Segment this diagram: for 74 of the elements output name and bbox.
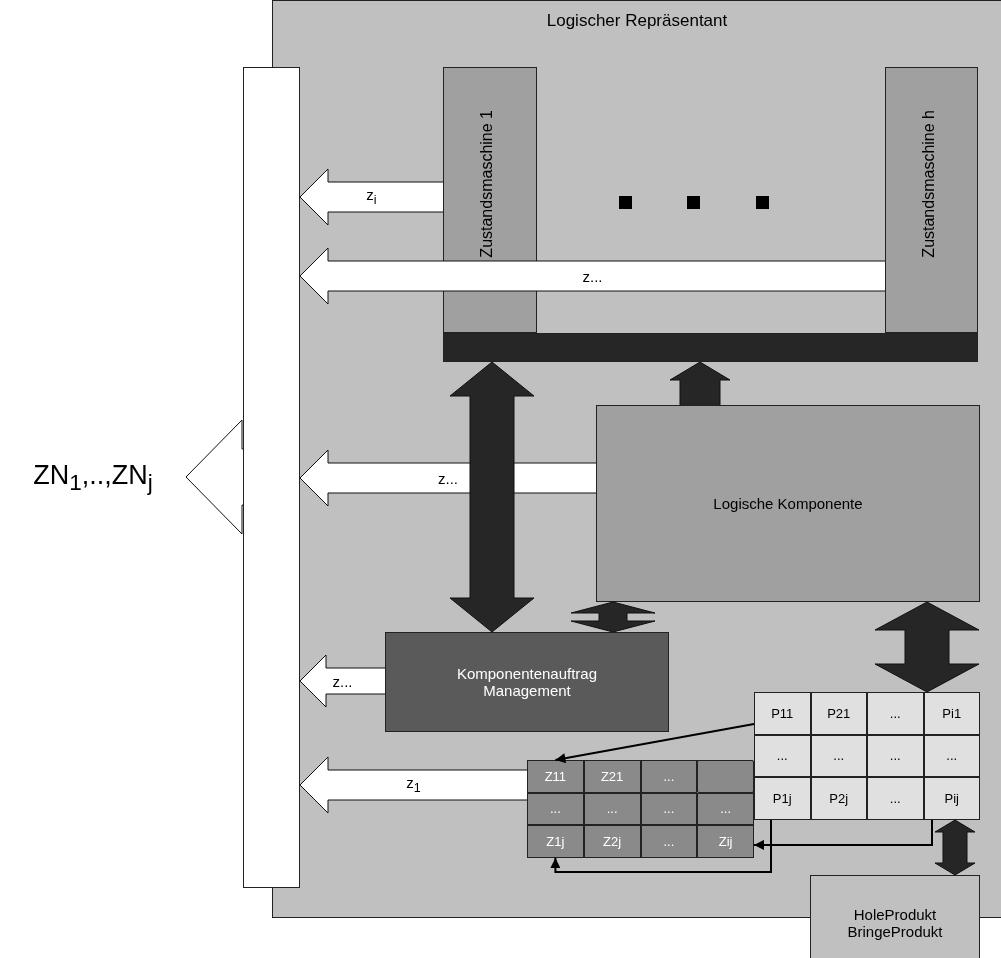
table-cell [923, 734, 980, 778]
cell-text: ... [776, 748, 788, 764]
cell-text: ... [946, 748, 958, 764]
block-arrow [185, 419, 244, 535]
table-cell [754, 692, 811, 735]
cell-text: P2j [829, 791, 849, 807]
cell-text: ... [549, 801, 561, 817]
table-cell [697, 792, 754, 826]
cell-text: Z1j [546, 834, 565, 850]
table-cell [754, 777, 811, 820]
table-cell [923, 777, 980, 820]
box-label: Logische Komponente [712, 495, 864, 512]
table [754, 692, 980, 820]
cell-text: P21 [827, 705, 851, 721]
cell-text: ... [663, 834, 675, 850]
box-label: HoleProdukt BringeProdukt [846, 905, 944, 940]
block-arrow [669, 361, 731, 406]
cell-text: Zij [718, 834, 733, 850]
cell-text: Pi1 [942, 705, 962, 721]
cell-text: Pij [944, 791, 959, 807]
cell-text: ... [889, 748, 901, 764]
table-cell [527, 760, 584, 793]
block-arrow [299, 168, 444, 226]
arrow [550, 819, 772, 873]
table-cell [923, 692, 980, 735]
block-arrow [299, 247, 886, 305]
box-label: Komponentenauftrag Management [455, 665, 599, 699]
management-box [385, 632, 669, 732]
output-label: ZN$_{1}$,..,ZN$_{j}$ [33, 459, 153, 497]
arrow [753, 819, 933, 850]
table-cell [640, 792, 698, 826]
table-cell [867, 734, 924, 778]
block-arrow [299, 756, 528, 814]
component-box [596, 405, 980, 602]
block-arrow [934, 819, 976, 876]
cell-text: P11 [771, 705, 794, 721]
table [527, 760, 754, 858]
table-cell [640, 760, 698, 793]
table-cell [697, 825, 754, 858]
container-title: Logischer Repräsentant [545, 11, 729, 31]
table-cell [583, 825, 641, 858]
cell-text: ... [720, 801, 732, 817]
cell-text: Z11 [544, 768, 567, 784]
table-cell [583, 760, 641, 793]
table-cell [640, 825, 698, 858]
arrow [554, 723, 755, 764]
cell-text: P1j [772, 791, 792, 807]
block-arrow [449, 361, 535, 633]
box-label: Zustandsmaschine 1 [478, 110, 496, 258]
state-machine-box [885, 67, 978, 333]
cell-text: ... [833, 748, 845, 764]
table-cell [867, 777, 924, 820]
product-box [810, 875, 980, 958]
bus-bar [443, 333, 978, 362]
cell-text: ... [663, 768, 675, 784]
table-cell [754, 734, 811, 778]
box-label: Zustandsmaschine h [920, 110, 938, 258]
table-cell [527, 792, 584, 826]
cell-text: Z2j [603, 834, 622, 850]
table-cell [867, 692, 924, 735]
table-cell [527, 825, 584, 858]
cell-text: ... [606, 801, 618, 817]
collector-bar [243, 67, 300, 888]
table-cell [697, 760, 754, 793]
cell-text: ... [889, 705, 901, 721]
block-arrow [874, 601, 980, 693]
table-cell [583, 792, 641, 826]
table-cell [810, 777, 867, 820]
cell-text: ... [663, 801, 675, 817]
cell-text: ... [889, 791, 901, 807]
cell-text: Z21 [600, 768, 624, 784]
block-arrow [570, 601, 656, 633]
table-cell [810, 734, 867, 778]
table-cell [810, 692, 867, 735]
